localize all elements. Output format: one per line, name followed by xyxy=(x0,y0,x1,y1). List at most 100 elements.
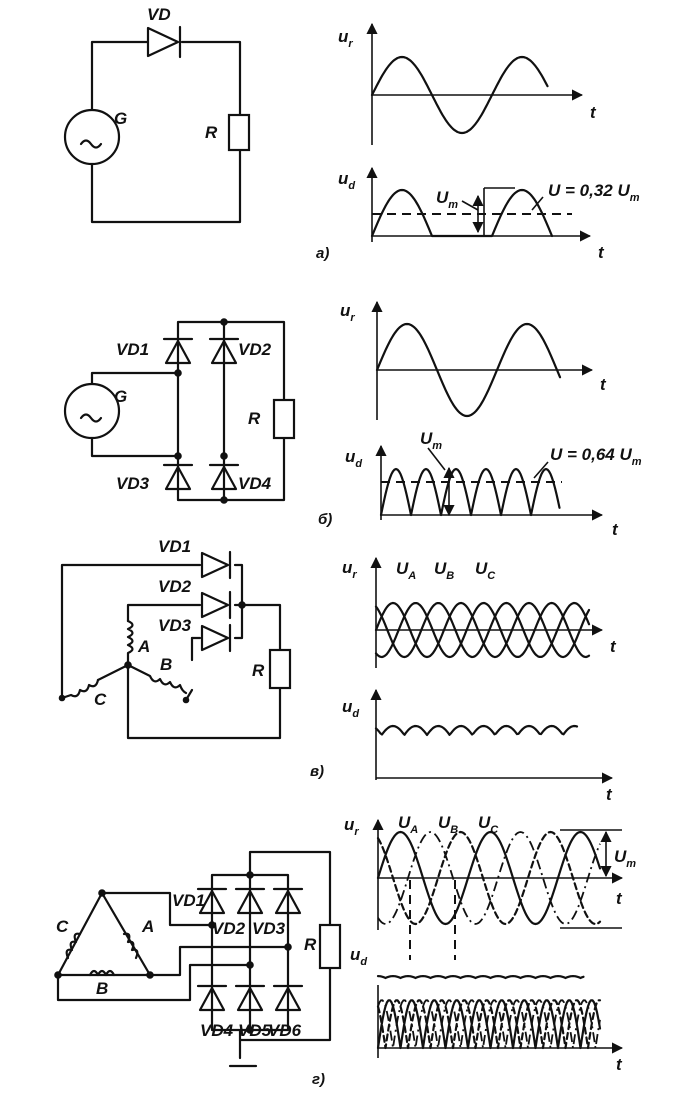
panel-d-wave-ua xyxy=(376,830,602,926)
panel-a-amplitude-label: Um xyxy=(436,188,458,211)
panel-d-series-ub-label: UB xyxy=(438,813,458,836)
panel-c-output-ylabel: ud xyxy=(342,697,359,720)
panel-d-vd2-label: VD2 xyxy=(212,919,246,938)
panel-c-series-uc-label: UC xyxy=(475,559,496,582)
panel-b-diode-vd1 xyxy=(162,337,194,365)
panel-c-input-plot: ur UA UB UC t xyxy=(342,556,617,668)
panel-b-source-label: G xyxy=(114,387,127,406)
panel-b-caption: б) xyxy=(318,511,332,528)
panel-a-input-plot: ur t xyxy=(338,22,597,145)
panel-b-diode-vd3 xyxy=(162,463,194,491)
panel-c-phase-c-label: C xyxy=(94,690,107,709)
panel-c-wave-uc xyxy=(374,601,591,659)
panel-a-input-wave xyxy=(370,55,549,135)
panel-d-resistor xyxy=(318,923,342,970)
panel-d-input-plot: ur UA UB UC Um t xyxy=(344,813,636,960)
panel-d-vd4-label: VD4 xyxy=(200,1021,234,1040)
panel-d-vd1-label: VD1 xyxy=(172,891,205,910)
panel-a: VD G R ur t ud Um U = 0,32 Um t а) xyxy=(63,5,640,262)
panel-b-diode-vd2 xyxy=(208,337,240,365)
panel-b-average-label: U = 0,64 Um xyxy=(550,445,642,468)
panel-d-vd6-label: VD6 xyxy=(268,1021,302,1040)
panel-b-input-xlabel: t xyxy=(600,375,607,394)
panel-c-caption: в) xyxy=(310,763,324,780)
panel-b-vd1-label: VD1 xyxy=(116,340,149,359)
panel-c-series-ub-label: UB xyxy=(434,559,454,582)
panel-d-phase-b-label: B xyxy=(96,979,108,998)
panel-d-diode-vd6 xyxy=(272,984,304,1012)
panel-d-vd3-label: VD3 xyxy=(252,919,286,938)
panel-a-amplitude-leader xyxy=(461,200,479,211)
panel-d-diode-vd5 xyxy=(234,984,266,1012)
panel-a-average-leader xyxy=(531,196,544,211)
panel-c-vd3-label: VD3 xyxy=(158,616,192,635)
panel-a-average-label: U = 0,32 Um xyxy=(548,181,640,204)
panel-d-projection-lines xyxy=(409,880,456,960)
panel-b-vd2-label: VD2 xyxy=(238,340,272,359)
panel-a-output-wave xyxy=(370,188,554,238)
panel-c-load-label: R xyxy=(252,661,265,680)
panel-b-resistor xyxy=(272,398,296,440)
panel-d-output-ylabel: ud xyxy=(350,945,367,968)
panel-a-caption: а) xyxy=(316,245,329,262)
panel-b-output-ylabel: ud xyxy=(345,447,362,470)
panel-c-circuit: VD1 VD2 VD3 A B C R xyxy=(58,537,292,740)
panel-b-amplitude-label: Um xyxy=(420,429,442,452)
panel-d-wave-ub xyxy=(377,831,601,925)
panel-d-wave-uc xyxy=(376,830,602,926)
panel-a-circuit: VD G R xyxy=(63,5,251,224)
panel-b-average-leader xyxy=(533,461,549,479)
panel-c-phase-a-label: A xyxy=(137,637,150,656)
panel-b-output-plot: ud Um U = 0,64 Um t xyxy=(345,429,642,539)
panel-d-output-xlabel: t xyxy=(616,1055,623,1074)
panel-d-series-ua-label: UA xyxy=(398,813,418,836)
panel-d-input-ylabel: ur xyxy=(344,815,359,838)
panel-b-load-label: R xyxy=(248,409,261,428)
panel-d-lower-wave-uc xyxy=(376,999,602,1050)
panel-b-output-wave xyxy=(379,467,561,517)
panel-c-wave-ua xyxy=(374,601,591,659)
panel-c-resistor xyxy=(268,648,292,690)
panel-b-input-ylabel: ur xyxy=(340,301,355,324)
panel-a-amplitude-bracket xyxy=(483,187,515,236)
panel-a-load-label: R xyxy=(205,123,218,142)
panel-c-phase-b-label: B xyxy=(160,655,172,674)
panel-b-vd4-label: VD4 xyxy=(238,474,272,493)
panel-a-resistor xyxy=(227,113,251,152)
panel-a-diode-label: VD xyxy=(147,5,171,24)
panel-d-phase-c-label: C xyxy=(56,917,69,936)
panel-d-vd5-label: VD5 xyxy=(238,1021,272,1040)
panel-d-amplitude-label: Um xyxy=(614,847,636,870)
panel-a-diode xyxy=(146,25,182,59)
panel-d: VD1 VD2 VD3 VD4 VD5 VD6 A B C R ur UA UB… xyxy=(54,813,636,1088)
panel-d-series-uc-label: UC xyxy=(478,813,499,836)
panel-c-diode-vd1 xyxy=(200,550,232,580)
panel-b-input-wave xyxy=(375,322,562,418)
panel-b-diode-vd4 xyxy=(208,463,240,491)
panel-c-output-wave xyxy=(374,724,579,737)
panel-c-series-ua-label: UA xyxy=(396,559,416,582)
panel-d-diode-vd2 xyxy=(234,887,266,915)
panel-a-input-xlabel: t xyxy=(590,103,597,122)
panel-b-generator xyxy=(63,382,121,440)
panel-d-diode-vd3 xyxy=(272,887,304,915)
panel-a-output-ylabel: ud xyxy=(338,169,355,192)
panel-d-caption: г) xyxy=(312,1071,325,1088)
panel-c: VD1 VD2 VD3 A B C R ur UA UB UC t ud t xyxy=(58,537,617,804)
panel-c-output-plot: ud t xyxy=(342,688,614,804)
panel-d-diode-vd4 xyxy=(196,984,228,1012)
panel-b: VD1 VD2 VD3 VD4 G R ur t ud Um U = 0,64 … xyxy=(63,300,642,539)
panel-d-amplitude-ticks xyxy=(560,829,622,929)
panel-d-delta xyxy=(56,891,152,977)
panel-a-input-ylabel: ur xyxy=(338,27,353,50)
panel-d-input-xlabel: t xyxy=(616,889,623,908)
panel-b-output-xlabel: t xyxy=(612,520,619,539)
panel-c-output-xlabel: t xyxy=(606,785,613,804)
panel-a-source-label: G xyxy=(114,109,127,128)
panel-d-output-plot: ud t xyxy=(350,945,624,1074)
panel-a-output-plot: ud Um U = 0,32 Um t xyxy=(338,166,640,262)
panel-b-vd3-label: VD3 xyxy=(116,474,150,493)
panel-d-circuit: VD1 VD2 VD3 VD4 VD5 VD6 A B C R xyxy=(54,850,342,1068)
